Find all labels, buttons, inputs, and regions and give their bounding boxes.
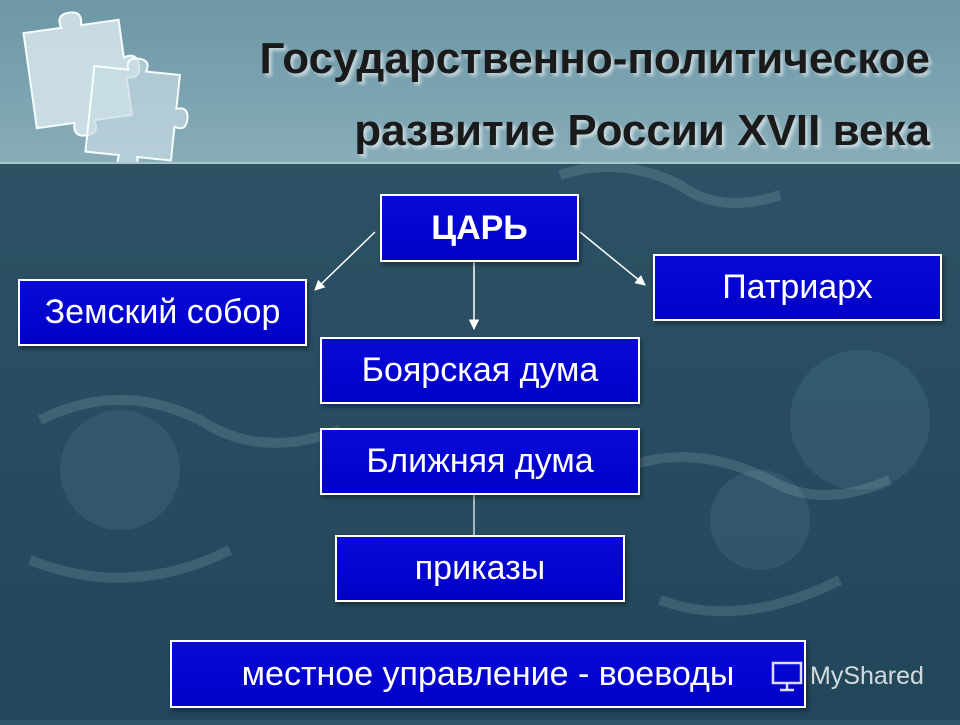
watermark-text: MyShared xyxy=(810,661,924,690)
slide-title-line-1: Государственно-политическое xyxy=(259,34,930,83)
node-prikazy: приказы xyxy=(335,535,625,602)
arrow-tsar-to-zemsky-sobor xyxy=(314,231,376,291)
node-zemsky-sobor: Земский собор xyxy=(18,279,307,346)
node-patriarch: Патриарх xyxy=(653,254,942,321)
title-band: Государственно-политическое развитие Рос… xyxy=(0,0,960,164)
slide-title-line-2: развитие России XVII века xyxy=(354,106,930,155)
node-boyar-duma: Боярская дума xyxy=(320,337,640,404)
watermark: MyShared xyxy=(770,656,924,696)
arrow-tsar-to-patriarch xyxy=(579,231,646,286)
puzzle-logo-icon xyxy=(22,11,189,162)
node-tsar: ЦАРЬ xyxy=(380,194,579,262)
node-near-duma: Ближняя дума xyxy=(320,428,640,495)
node-local-government: местное управление - воеводы xyxy=(170,640,806,708)
presentation-screen-icon xyxy=(771,661,803,692)
